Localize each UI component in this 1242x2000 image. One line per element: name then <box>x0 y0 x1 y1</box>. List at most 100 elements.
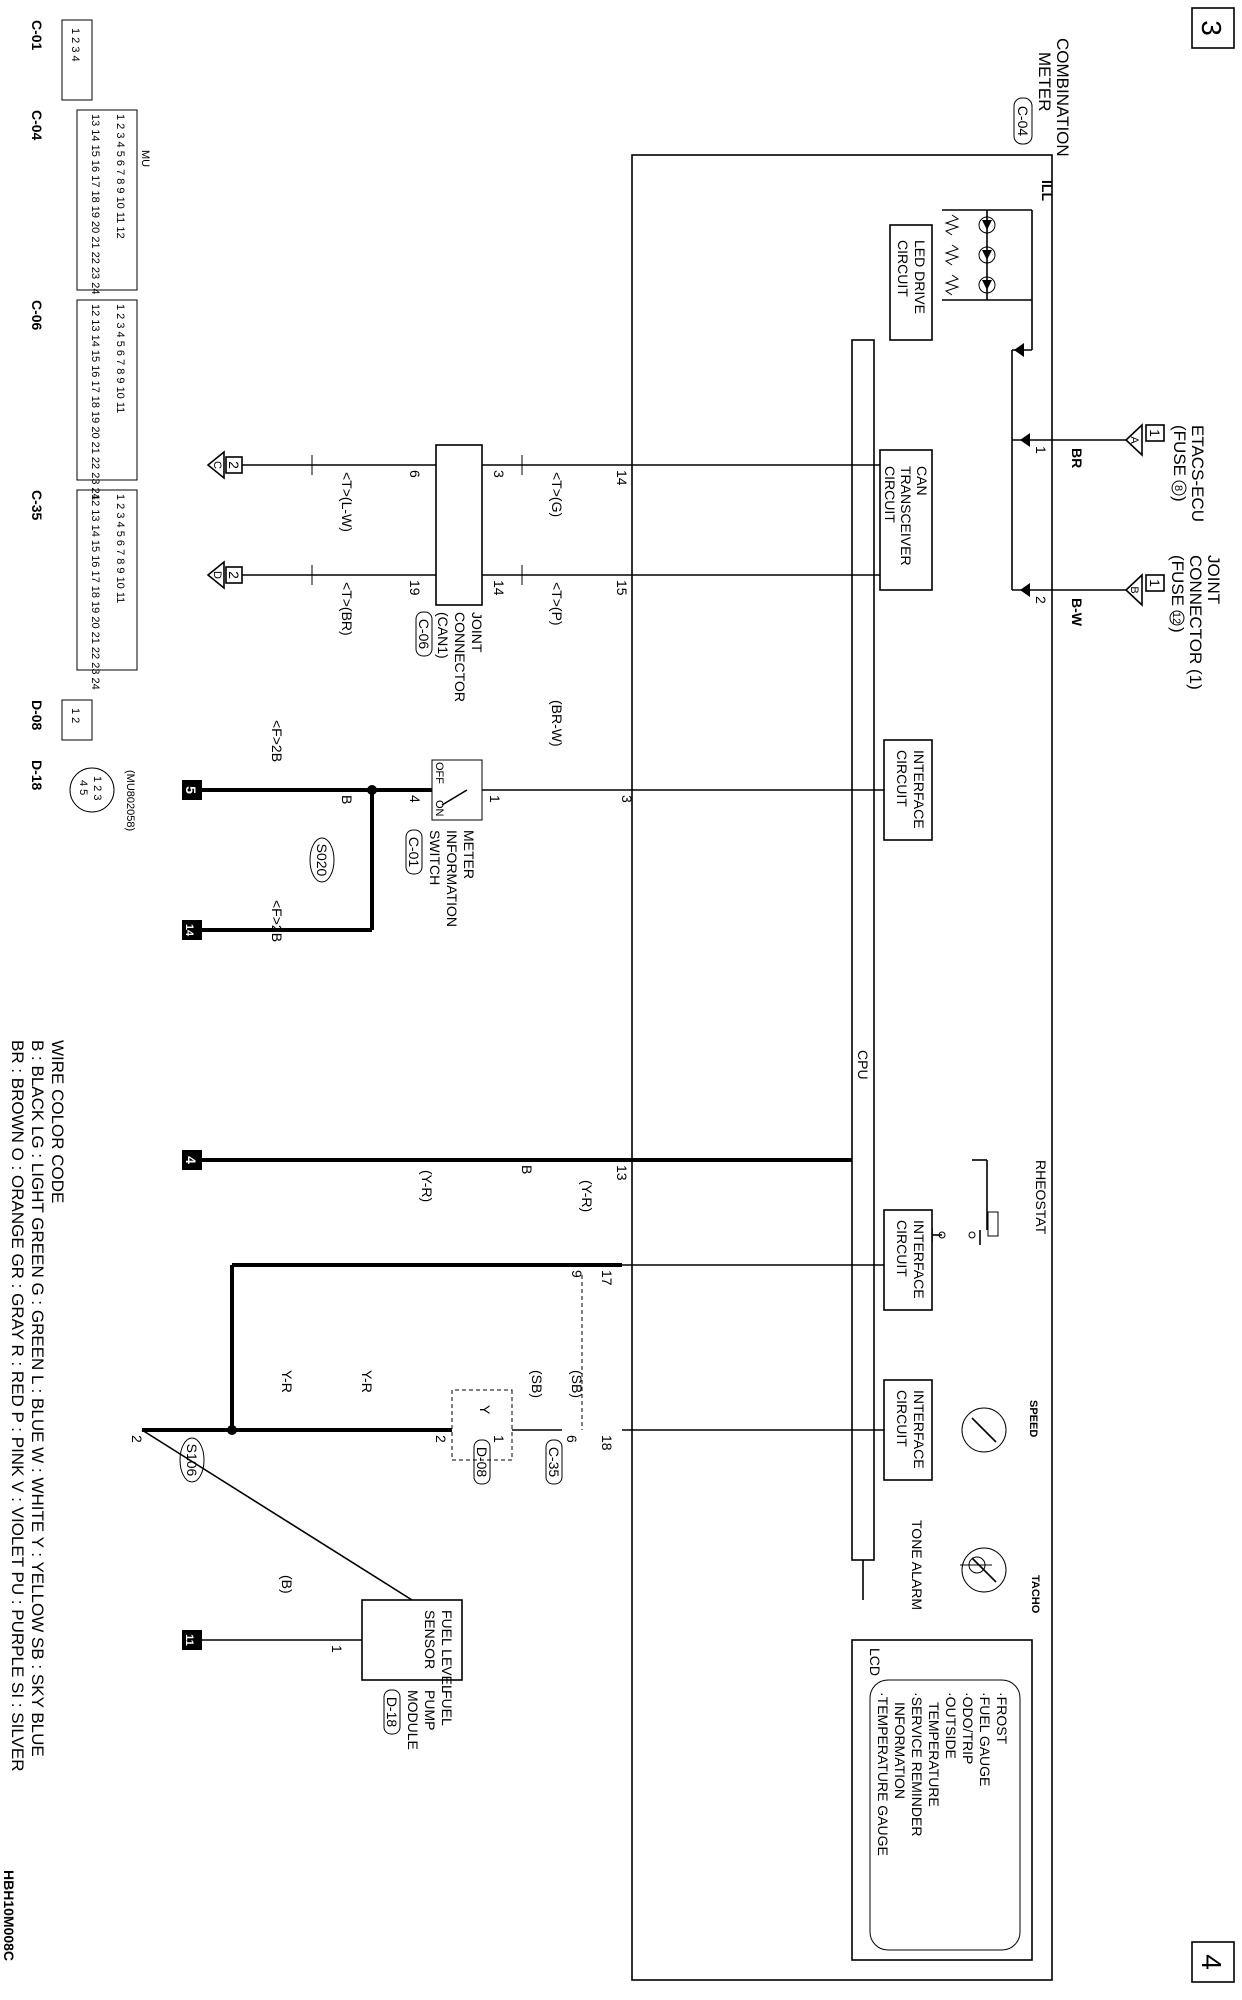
svg-text:1: 1 <box>491 1435 507 1443</box>
svg-text:5: 5 <box>183 786 199 794</box>
svg-text:17: 17 <box>599 1270 615 1286</box>
svg-text:6: 6 <box>564 1435 580 1443</box>
tone-alarm: TONE ALARM <box>909 1520 992 1610</box>
svg-text:B: B <box>1128 586 1140 593</box>
svg-text:·OUTSIDE: ·OUTSIDE <box>943 1692 959 1759</box>
interface-circuit-2: INTERFACE CIRCUIT <box>883 1209 933 1311</box>
svg-text:<T>(L-W): <T>(L-W) <box>339 472 355 532</box>
lcd-display: LCD ·FROST ·FUEL GAUGE ·ODO/TRIP ·OUTSID… <box>851 1639 1033 1961</box>
svg-text:): ) <box>1168 627 1187 633</box>
svg-text:14: 14 <box>614 470 630 486</box>
svg-text:TACHO: TACHO <box>1029 1575 1041 1614</box>
svg-text:12 13 14 15 16 17 18 19 20 21: 12 13 14 15 16 17 18 19 20 21 22 23 24 <box>89 304 101 500</box>
connector-view-d-08: D-08 1 2 <box>29 699 93 741</box>
svg-text:B: B <box>339 795 355 804</box>
combination-meter-box <box>631 154 1053 1981</box>
connector-views: C-01 1 2 3 4 C-04 MU 1 2 3 4 5 6 7 8 9 1… <box>29 19 151 831</box>
svg-text:CAN: CAN <box>914 466 930 496</box>
svg-text:Y: Y <box>477 1405 493 1415</box>
svg-text:1 2: 1 2 <box>69 708 81 723</box>
fuel-sensor-wiring: 17 (Y-R) 9 (Y-R) 18 (SB) 6 C-35 (SB) Y 1… <box>129 1170 884 1485</box>
svg-text:4: 4 <box>1196 1954 1227 1970</box>
svg-text:C-04: C-04 <box>1015 106 1031 137</box>
svg-text:FUEL LEVEL: FUEL LEVEL <box>439 1610 455 1693</box>
svg-text:C-01: C-01 <box>29 20 45 51</box>
svg-text:(MU802058): (MU802058) <box>124 770 136 831</box>
led-drive-circuit: LED DRIVE CIRCUIT <box>889 224 933 341</box>
connector-view-c-04: C-04 MU 1 2 3 4 5 6 7 8 9 10 11 12 13 14… <box>29 109 151 294</box>
connector-view-d-18: D-18 (MU802058) 1 2 3 4 5 <box>29 760 136 831</box>
svg-text:13: 13 <box>614 1165 630 1181</box>
svg-text:C-35: C-35 <box>29 490 45 521</box>
svg-text:B : BLACK LG : LIGHT GREEN: B : BLACK LG : LIGHT GREEN G : GREEN L :… <box>28 1040 47 1757</box>
svg-text:4: 4 <box>407 795 423 803</box>
svg-text:A: A <box>1128 436 1140 444</box>
svg-text:1: 1 <box>329 1645 345 1653</box>
svg-text:(CAN1): (CAN1) <box>435 612 451 659</box>
svg-text:19: 19 <box>407 580 423 596</box>
svg-text:C-06: C-06 <box>29 300 45 331</box>
svg-text:ETACS-ECU: ETACS-ECU <box>1188 425 1207 522</box>
svg-text:(SB): (SB) <box>569 1370 585 1398</box>
svg-text:·FUEL GAUGE: ·FUEL GAUGE <box>977 1692 993 1786</box>
svg-text:14: 14 <box>183 924 195 937</box>
svg-text:LCD: LCD <box>867 1648 883 1676</box>
svg-text:MODULE: MODULE <box>405 1690 421 1750</box>
svg-text:Y-R: Y-R <box>279 1370 295 1393</box>
svg-text:C-35: C-35 <box>546 1447 562 1478</box>
svg-text:SENSOR: SENSOR <box>422 1610 438 1669</box>
svg-text:1 2 3 4 5 6 7 8 9 10 11: 1 2 3 4 5 6 7 8 9 10 11 <box>114 304 126 413</box>
svg-text:C-06: C-06 <box>416 619 432 650</box>
svg-text:1 2 3 4: 1 2 3 4 <box>69 28 81 62</box>
svg-text:INTERFACE: INTERFACE <box>911 1220 927 1299</box>
page-number-3: 3 <box>1191 7 1235 49</box>
svg-text:ILL: ILL <box>1039 180 1055 201</box>
svg-text:C: C <box>211 461 223 469</box>
ill-led-array: ILL <box>942 180 1055 301</box>
svg-text:D: D <box>211 571 223 579</box>
can-bus-wiring: 14 15 <T>(G) <T>(P) 3 14 6 19 JOINT CONN… <box>206 444 880 702</box>
svg-text:INFORMATION: INFORMATION <box>892 1702 908 1799</box>
svg-text:(SB): (SB) <box>529 1370 545 1398</box>
svg-text:CIRCUIT: CIRCUIT <box>895 240 911 297</box>
tacho-gauge: TACHO <box>961 1547 1041 1614</box>
interface-circuit-1: INTERFACE CIRCUIT <box>883 739 933 841</box>
svg-text:TEMPERATURE: TEMPERATURE <box>926 1702 942 1807</box>
svg-text:LED DRIVE: LED DRIVE <box>912 240 928 314</box>
svg-text:CONNECTOR (1): CONNECTOR (1) <box>1186 555 1205 690</box>
svg-text:1 2 3 4 5 6 7 8 9 10 11: 1 2 3 4 5 6 7 8 9 10 11 <box>114 494 126 603</box>
svg-text:SPEED: SPEED <box>1027 1400 1039 1437</box>
svg-text:METER: METER <box>1035 52 1054 112</box>
svg-text:CIRCUIT: CIRCUIT <box>894 1390 910 1447</box>
figure-id: HBH10M008C <box>1 1870 17 1961</box>
svg-text:(BR-W): (BR-W) <box>549 700 565 747</box>
svg-text:13 14 15 16 17 18 19 20 21 22: 13 14 15 16 17 18 19 20 21 22 23 24 <box>89 114 101 294</box>
svg-text:JOINT: JOINT <box>1204 555 1223 604</box>
svg-text:INFORMATION: INFORMATION <box>444 830 460 927</box>
svg-text:BR : BROWN O : ORANGE GR :: BR : BROWN O : ORANGE GR : GRAY R : RED … <box>8 1040 27 1772</box>
svg-text:B-W: B-W <box>1069 598 1085 627</box>
svg-text:·TEMPERATURE GAUGE: ·TEMPERATURE GAUGE <box>875 1692 891 1856</box>
svg-text:2: 2 <box>226 571 242 579</box>
svg-text:(FUSE: (FUSE <box>1168 555 1187 606</box>
connector-view-c-06: C-06 1 2 3 4 5 6 7 8 9 10 11 12 13 14 15… <box>29 299 138 500</box>
interface-circuit-3: INTERFACE CIRCUIT <box>883 1379 933 1481</box>
svg-text:(Y-R): (Y-R) <box>419 1170 435 1202</box>
svg-text:8: 8 <box>1172 485 1184 491</box>
svg-text:RHEOSTAT: RHEOSTAT <box>1033 1160 1049 1235</box>
svg-text:D-08: D-08 <box>29 700 45 731</box>
svg-text:1: 1 <box>487 795 503 803</box>
svg-text:BR: BR <box>1069 448 1085 468</box>
svg-text:CONNECTOR: CONNECTOR <box>452 612 468 702</box>
svg-text:2: 2 <box>1033 596 1049 604</box>
svg-text:11: 11 <box>183 1634 195 1646</box>
cpu-bus: CPU <box>851 339 875 1561</box>
meter-info-switch-wiring: 3 (BR-W) 1 4 OFF ON METER INFORMATION SW… <box>182 700 884 942</box>
svg-text:2: 2 <box>226 461 242 469</box>
svg-text:15: 15 <box>614 580 630 596</box>
svg-text:OFF: OFF <box>433 762 445 784</box>
wire-color-code: WIRE COLOR CODE B : BLACK LG : LIGHT GRE… <box>8 1040 67 1772</box>
svg-text:3: 3 <box>491 470 507 478</box>
